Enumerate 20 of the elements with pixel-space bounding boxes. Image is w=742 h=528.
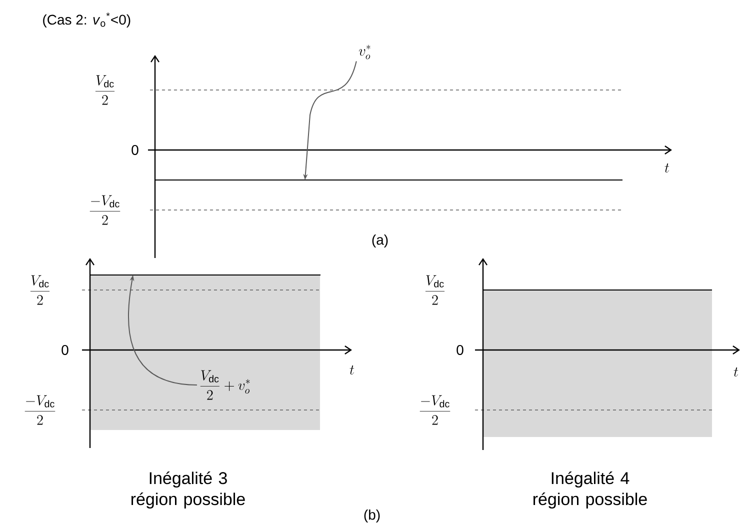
tick-label: 0 [456,345,464,355]
title: (Cas 2: v$_{o}$$^{*}$<0) [43,12,130,28]
axis-label: $t$ [664,163,670,173]
tick-label: $\frac{V_{\mathrm{dc}}}{2}$ [425,275,445,305]
panel-label: (a) [372,234,388,248]
axis-label: $t$ [734,367,738,377]
axis-label: $t$ [350,365,354,375]
caption: Inégalité 4 région possible [533,471,647,509]
tick-label: $\frac{V_{\mathrm{dc}}}{2}$ [30,275,50,305]
tick-label: $\frac{-V_{\mathrm{dc}}}{2}$ [24,395,56,425]
tick-label: $\frac{-V_{\mathrm{dc}}}{2}$ [90,195,120,225]
tick-label: 0 [62,345,68,355]
solid-line [90,274,321,276]
tick-label: 0 [132,145,138,155]
tick-label: $\frac{V_{\mathrm{dc}}}{2}$ [95,75,115,105]
caption: Inégalité 3 région possible [131,471,245,509]
tick-label: $\frac{-V_{\mathrm{dc}}}{2}$ [420,395,450,425]
formula-label: $v_o^*$ [358,44,370,60]
panel-label: (b) [364,509,380,523]
formula-label: $\frac{V_{\mathrm{dc}}}{2} + v_o^*$ [200,370,250,400]
